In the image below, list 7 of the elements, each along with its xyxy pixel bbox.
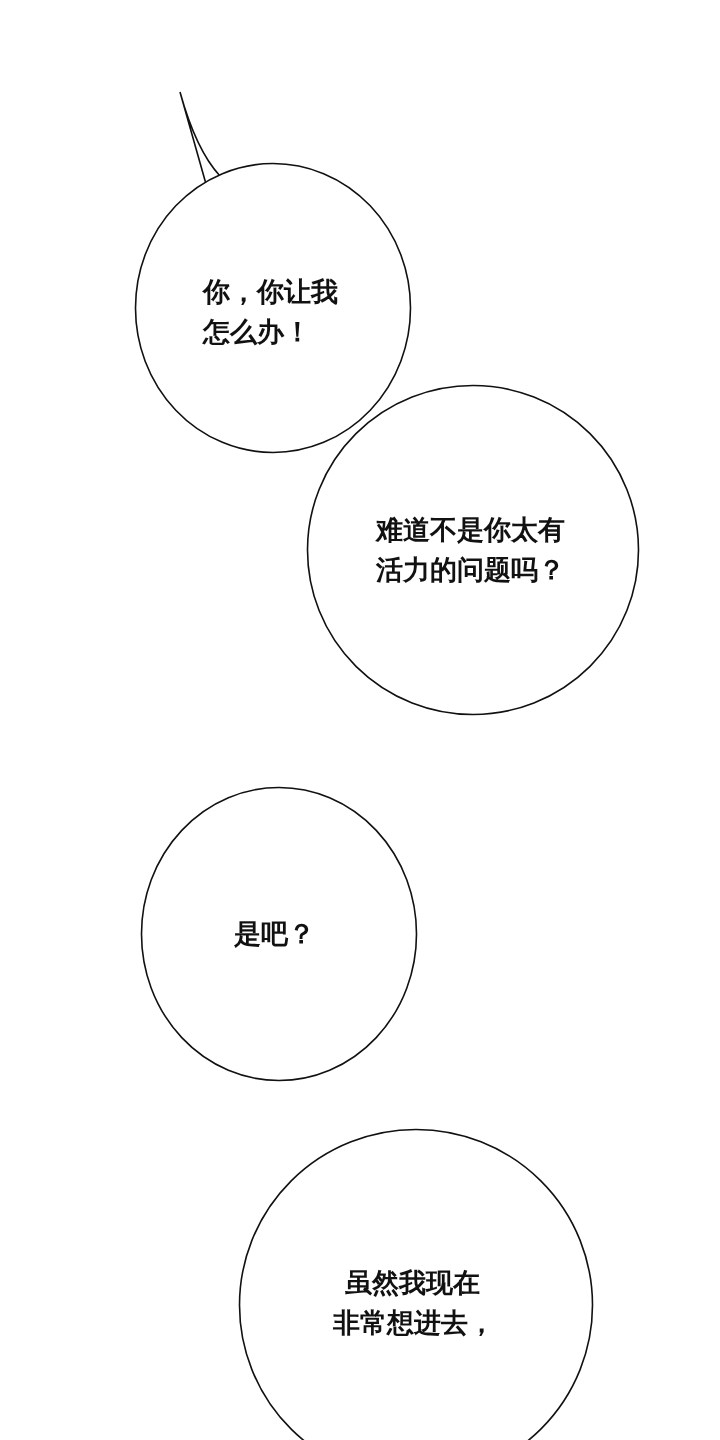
speech-bubble [140,786,418,1082]
dialogue-text: 是吧？ [234,917,316,951]
dialogue-text: 虽然我现在非常想进去， [333,1266,496,1340]
speech-bubble [238,1128,594,1440]
dialogue-text: 你，你让我怎么办！ [203,275,339,349]
dialogue-text: 难道不是你太有活力的问题吗？ [375,513,566,587]
speech-bubble [306,384,640,716]
